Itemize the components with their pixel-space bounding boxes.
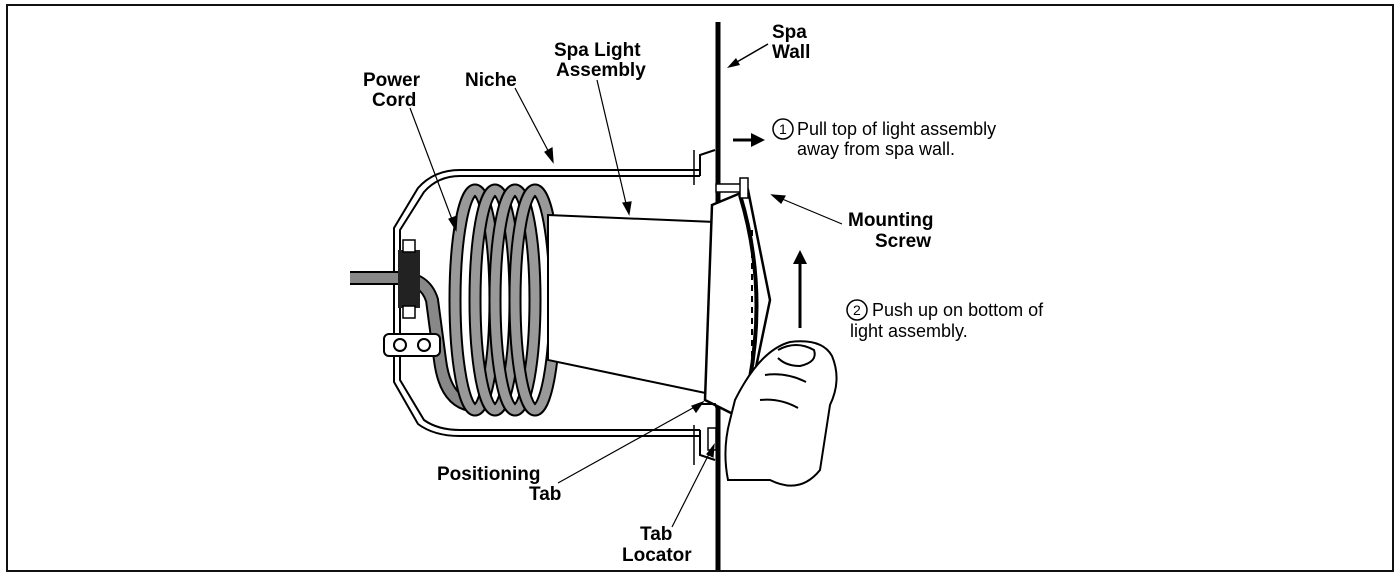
wall-arrow [727, 43, 769, 68]
step-2-text: Push up on bottom of light assembly. [850, 300, 1048, 341]
step-2: 2 Push up on bottom of light assembly. [846, 299, 1048, 341]
positioning-tab [700, 403, 719, 451]
pull-arrow [733, 133, 765, 147]
hand [724, 340, 838, 487]
bracket [383, 333, 441, 357]
step-1-text: Pull top of light assembly away from spa… [797, 119, 1001, 159]
step-1: 1 Pull top of light assembly away from s… [772, 118, 1001, 159]
mounting-screw [715, 177, 749, 199]
push-up-arrow [793, 250, 807, 328]
label-power-cord: Power Cord [363, 70, 425, 111]
niche-housing [393, 149, 716, 465]
step-2-number: 2 [853, 302, 861, 318]
label-niche: Niche [465, 70, 517, 91]
light-assembly-body [547, 213, 716, 397]
diagram-frame [6, 4, 1394, 572]
label-spa-light-assembly: Spa Light Assembly [554, 40, 646, 81]
label-tab-locator: Tab Locator [622, 524, 692, 566]
cord-grommet [398, 250, 420, 308]
label-mounting-screw: Mounting Screw [848, 210, 939, 252]
cord-coil [448, 183, 562, 417]
label-positioning-tab: Positioning Tab [437, 464, 561, 505]
leader-lines [409, 79, 843, 528]
step-1-number: 1 [779, 121, 787, 137]
power-cord [350, 239, 472, 412]
label-spa-wall: Spa Wall [772, 22, 812, 63]
